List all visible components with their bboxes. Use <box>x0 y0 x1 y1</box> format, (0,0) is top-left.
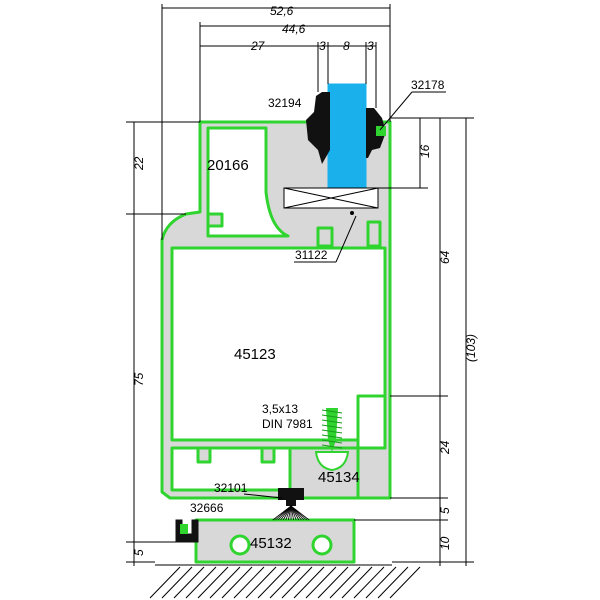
dim-gap-right: 3 <box>367 39 374 53</box>
dim-glass: 8 <box>343 39 350 53</box>
screw-3-5x13 <box>314 408 350 472</box>
hatch-line <box>173 566 205 599</box>
bristle <box>285 505 292 521</box>
screw-head <box>314 451 350 472</box>
dim-brush-height: 5 <box>438 507 452 514</box>
base-profile-45132 <box>194 518 356 564</box>
snap-3 <box>366 220 382 248</box>
hatch-line <box>329 566 361 599</box>
thread-line <box>321 444 343 449</box>
hatch-line <box>257 566 289 599</box>
hatch-line <box>317 566 349 599</box>
hatch-line <box>221 566 253 599</box>
hatch-line <box>305 566 337 599</box>
base-screw-port-2 <box>311 534 333 556</box>
label-gasket-inner: 32178 <box>411 78 445 92</box>
glass-pane <box>327 83 367 189</box>
thread-line <box>321 429 343 434</box>
label-screw-size: 3,5x13 <box>262 402 298 416</box>
hatch-line <box>281 566 313 599</box>
hatch-line <box>389 566 421 599</box>
side-seal-32666 <box>175 519 199 543</box>
dim-total-width: 52,6 <box>270 4 294 18</box>
leader-32101 <box>243 493 283 499</box>
support-leader-dot <box>350 211 354 215</box>
dim-total-height: (103) <box>464 334 478 362</box>
thread-line <box>321 434 343 439</box>
dim-gap-left: 3 <box>319 39 326 53</box>
leader-32178 <box>379 91 413 131</box>
brush-bristles <box>272 505 310 521</box>
label-side-seal: 32666 <box>190 501 224 515</box>
gasket-outer-32194 <box>306 92 330 164</box>
label-glass-support: 31122 <box>295 248 328 262</box>
dimension-texts: 52,6 44,6 27 3 8 3 22 75 5 16 64 24 5 10… <box>132 4 478 556</box>
label-screw-standard: DIN 7981 <box>262 417 313 431</box>
hatch-line <box>209 566 241 599</box>
dim-upper-right: 64 <box>438 250 452 264</box>
bristle <box>290 505 294 521</box>
hatch-line <box>185 566 217 599</box>
label-main-profile: 45123 <box>234 346 276 363</box>
label-glazing-bead: 20166 <box>207 157 249 174</box>
hatch-line <box>245 566 277 599</box>
dim-main-height: 75 <box>132 372 146 386</box>
snap-2 <box>316 226 334 248</box>
label-bottom-insert: 45134 <box>318 469 360 486</box>
part-labels: 20166 32194 32178 31122 45123 3,5x13 DIN… <box>190 78 445 552</box>
hatch-line <box>293 566 325 599</box>
hatch-line <box>365 566 397 599</box>
label-brush-seal: 32101 <box>214 481 248 495</box>
hatch-line <box>197 566 229 599</box>
thread-line <box>321 439 343 444</box>
thread-line <box>321 409 343 414</box>
glass-support-31122 <box>283 187 379 215</box>
main-profile-45123 <box>160 120 392 500</box>
bristle <box>282 505 292 521</box>
hatch-line <box>149 566 181 599</box>
thread-line <box>321 424 343 429</box>
hook-1 <box>196 446 212 464</box>
screw-thread <box>321 409 343 449</box>
label-gasket-outer: 32194 <box>268 96 302 110</box>
leader-31122 <box>335 215 357 263</box>
ground-hatch <box>149 564 421 599</box>
gasket-inner-clip <box>376 126 386 136</box>
hatch-line <box>353 566 385 599</box>
right-channel <box>356 394 387 450</box>
bristle <box>290 505 310 521</box>
hatch-lines <box>149 566 421 599</box>
dim-top-height: 22 <box>132 156 146 171</box>
thread-line <box>321 419 343 424</box>
dim-glass-depth: 16 <box>418 144 432 158</box>
dim-inner-width: 44,6 <box>282 22 306 36</box>
brush-seal-holder <box>278 488 304 506</box>
upper-chamber <box>206 126 290 238</box>
label-base-profile: 45132 <box>250 535 292 552</box>
bristle <box>288 505 292 521</box>
hatch-line <box>377 566 409 599</box>
hook-2 <box>260 446 276 464</box>
hatch-line <box>233 566 265 599</box>
hatch-line <box>161 566 193 599</box>
dim-left-width: 27 <box>250 39 266 53</box>
snap-1 <box>206 212 224 228</box>
dim-bottom-right: 24 <box>438 440 452 455</box>
base-screw-port-1 <box>229 534 251 556</box>
side-seal-core <box>180 524 188 534</box>
dim-base-left: 5 <box>132 549 146 556</box>
dim-base-right: 10 <box>438 536 452 550</box>
dimension-lines <box>126 4 474 566</box>
hatch-line <box>341 566 373 599</box>
hatch-line <box>269 566 301 599</box>
support-cross-2 <box>283 187 379 209</box>
brush-seal-32101 <box>272 488 310 521</box>
thread-line <box>321 414 343 419</box>
